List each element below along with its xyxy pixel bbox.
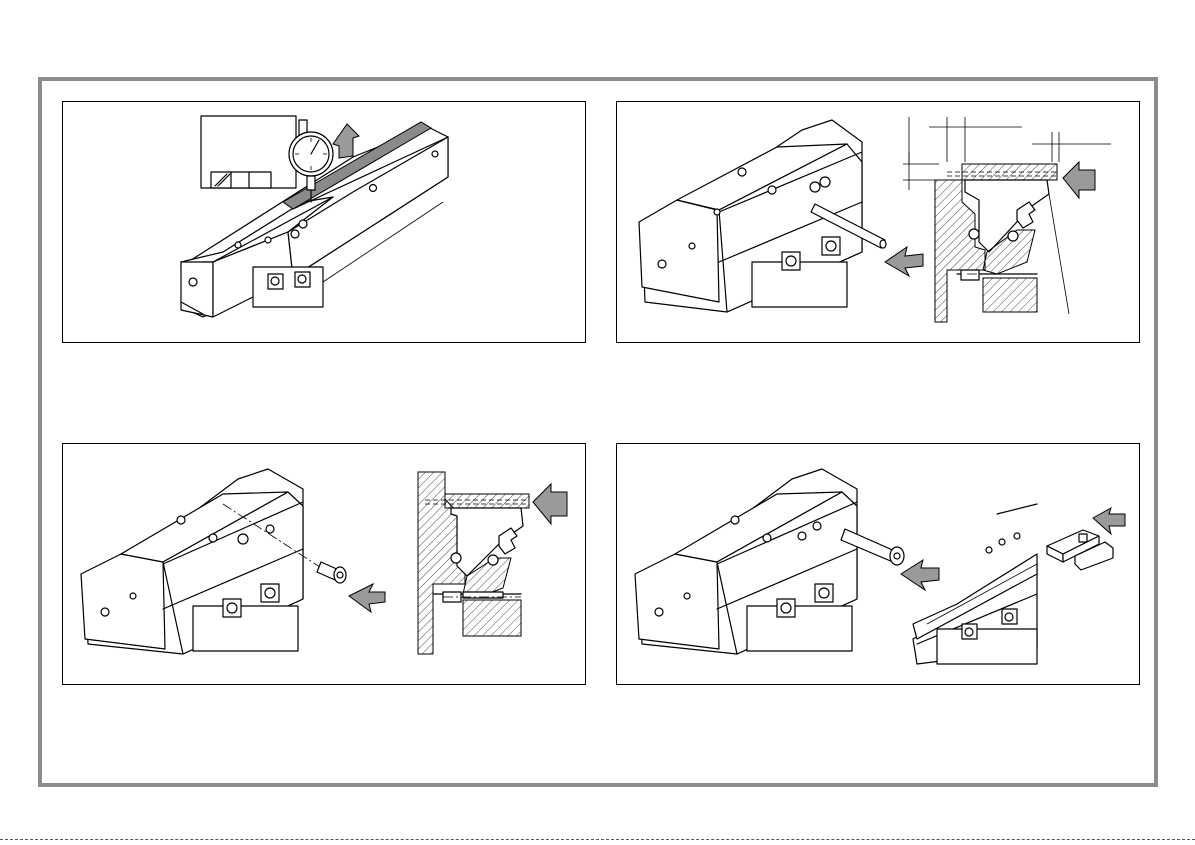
direction-arrow-icon xyxy=(533,484,567,524)
screw-icon xyxy=(317,562,346,583)
direction-arrow-icon xyxy=(349,584,385,612)
linear-slide-icon xyxy=(81,469,323,654)
illustration-panel-2 xyxy=(617,102,1139,342)
panel-2 xyxy=(616,101,1140,343)
cut-line xyxy=(0,839,1195,840)
panel-4 xyxy=(616,443,1140,685)
panel-3 xyxy=(62,443,586,685)
guide-clip-icon xyxy=(1047,530,1113,570)
illustration-panel-4 xyxy=(617,444,1139,684)
cross-section-icon xyxy=(903,117,1111,322)
panel-1 xyxy=(62,101,586,343)
direction-arrow-icon xyxy=(901,560,939,590)
illustration-panel-1 xyxy=(63,102,585,342)
linear-slide-icon xyxy=(635,469,857,654)
direction-arrow-icon xyxy=(1093,508,1125,534)
illustration-panel-3 xyxy=(63,444,585,684)
direction-arrow-icon xyxy=(333,124,359,158)
cross-section-icon xyxy=(418,472,529,654)
page-frame xyxy=(38,77,1158,787)
dial-gauge-icon xyxy=(201,116,333,202)
direction-arrow-icon xyxy=(885,247,923,276)
direction-arrow-icon xyxy=(1063,162,1095,198)
linear-slide-icon xyxy=(913,504,1037,664)
